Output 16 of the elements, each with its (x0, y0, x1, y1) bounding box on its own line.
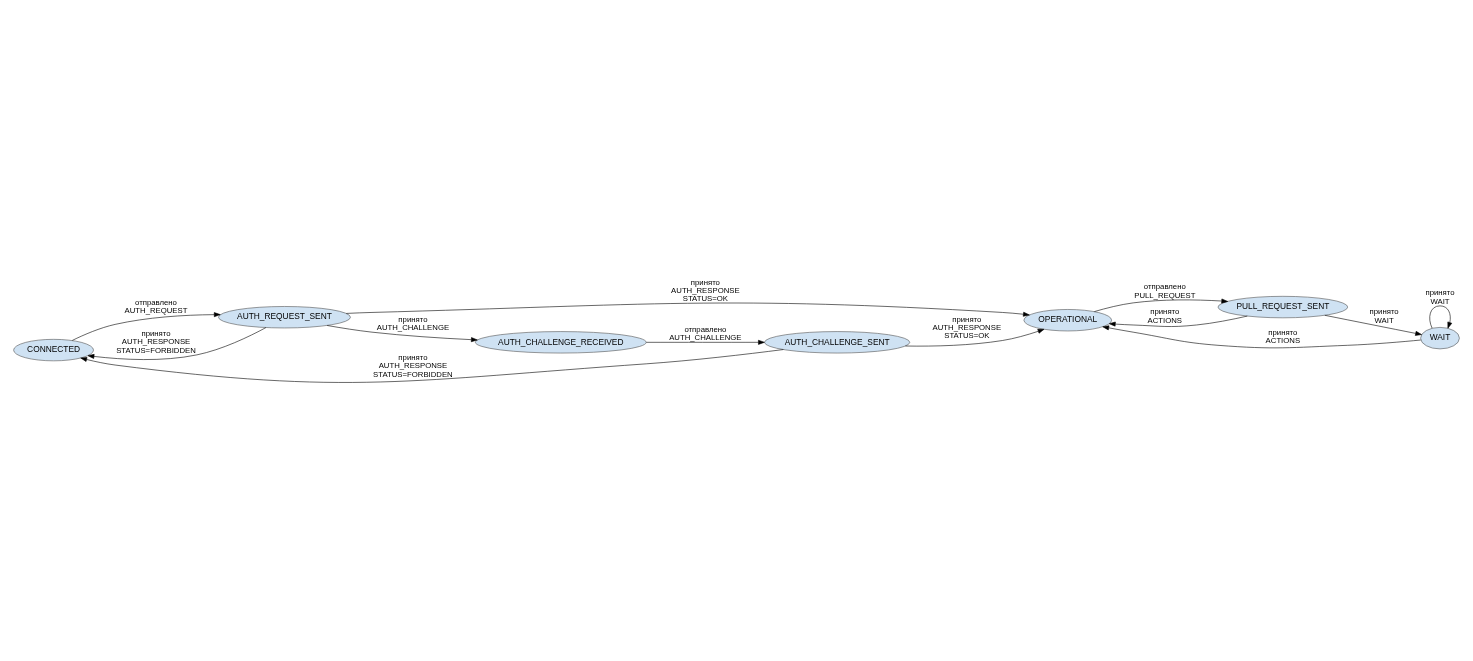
node-ellipse: AUTH_CHALLENGE_RECEIVED (475, 331, 647, 354)
node-ellipse: AUTH_REQUEST_SENT (218, 306, 351, 329)
node-ellipse: WAIT (1420, 327, 1460, 350)
arrow (346, 302, 1030, 317)
arrow (1429, 305, 1453, 329)
arrow (646, 339, 765, 345)
arrow (87, 327, 267, 360)
arrow (905, 328, 1045, 347)
arrow (1102, 325, 1422, 349)
arrow (326, 325, 478, 343)
arrow (80, 349, 784, 383)
arrow (1324, 315, 1422, 336)
arrow (71, 312, 221, 341)
node-ellipse: AUTH_CHALLENGE_SENT (764, 331, 911, 354)
arrow (1094, 298, 1228, 312)
arrow (1109, 315, 1248, 327)
